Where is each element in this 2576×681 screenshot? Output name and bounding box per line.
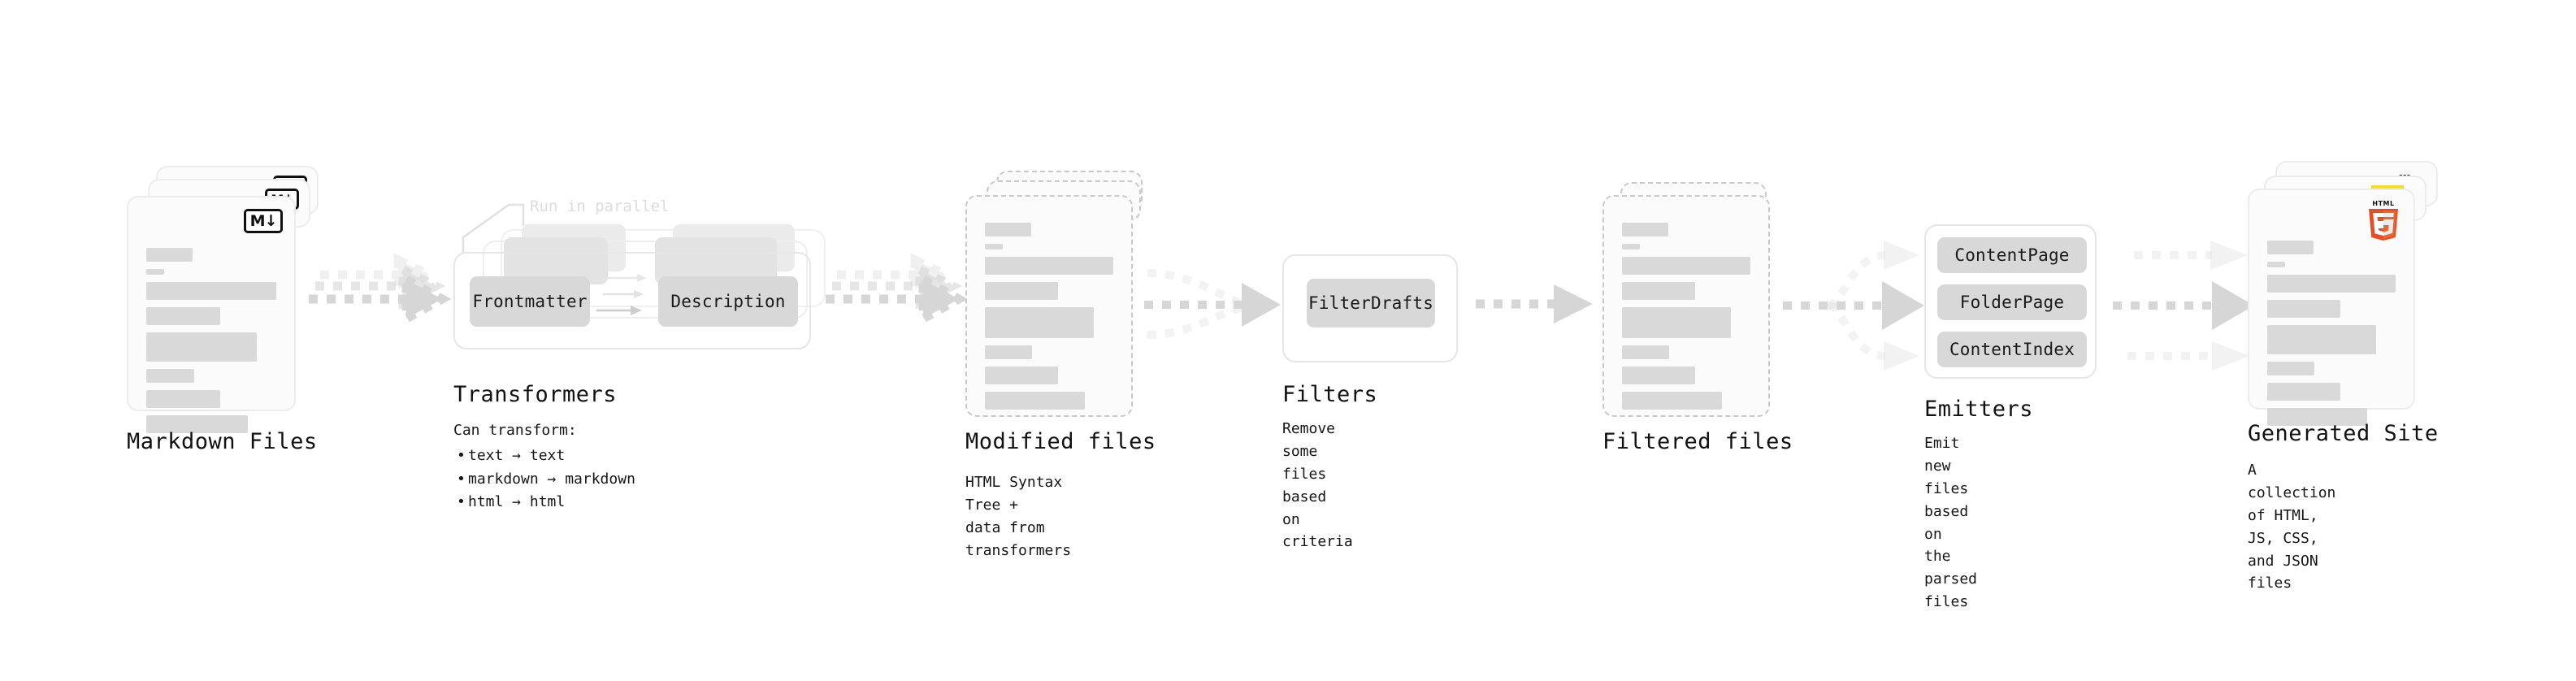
stage-subtitle-filters: Remove some files based on criteria [1282, 420, 1353, 551]
content-bar [146, 415, 248, 433]
stage-title-markdown-files: Markdown Files [127, 429, 318, 454]
emitters-group-box: ContentPage FolderPage ContentIndex [1924, 224, 2097, 379]
content-bar [985, 282, 1059, 300]
content-bar [985, 244, 1003, 249]
content-bar [1622, 367, 1696, 384]
card-content [146, 248, 276, 433]
content-bar [146, 307, 221, 325]
markdown-card-front: M↓ [127, 196, 296, 433]
content-bar [146, 332, 257, 362]
connector-filtered-to-emitters [1783, 241, 1924, 371]
pill-content-index: ContentIndex [1937, 332, 2087, 367]
content-bar [1622, 223, 1668, 236]
list-item: text → text [457, 445, 635, 468]
site-card-front: HTML [2248, 189, 2415, 426]
stage-title-generated-site: Generated Site [2248, 421, 2439, 446]
pill-content-page: ContentPage [1937, 237, 2087, 273]
capabilities-list: text → text markdown → markdown html → h… [453, 445, 635, 514]
content-bar [1622, 345, 1670, 359]
content-bar [2267, 408, 2368, 426]
connector-transformers-to-modified [826, 253, 969, 327]
list-item: markdown → markdown [457, 468, 635, 492]
card-content [985, 223, 1113, 410]
content-bar [2267, 262, 2285, 267]
run-in-parallel-callout-line [462, 203, 525, 254]
content-bar [2267, 383, 2341, 401]
content-bar [146, 269, 164, 275]
pill-filter-drafts: FilterDrafts [1307, 279, 1435, 327]
pill-folder-page: FolderPage [1937, 284, 2087, 320]
card-content [2267, 241, 2396, 426]
svg-text:HTML: HTML [2372, 200, 2394, 207]
stage-title-emitters: Emitters [1924, 397, 2034, 422]
content-bar [2267, 362, 2315, 375]
transformer-group-front [453, 252, 811, 349]
connector-modified-to-filters [1144, 269, 1281, 339]
transformer-inner-arrows [596, 274, 647, 315]
filtered-card-front [1602, 195, 1770, 417]
content-bar [146, 282, 276, 300]
content-bar [985, 392, 1086, 410]
capabilities-lead: Can transform: [453, 422, 577, 439]
list-item: html → html [457, 491, 635, 514]
connector-md-to-transformers [309, 253, 452, 327]
transformers-capabilities: Can transform: text → text markdown → ma… [453, 419, 635, 514]
run-in-parallel-label: Run in parallel [530, 197, 670, 215]
content-bar [146, 369, 195, 383]
modified-card-front [965, 195, 1133, 417]
stage-title-modified-files: Modified files [965, 429, 1156, 454]
content-bar [1622, 257, 1750, 275]
content-bar [985, 345, 1033, 359]
content-bar [985, 307, 1095, 338]
connector-emitters-to-site [2113, 241, 2254, 371]
html5-icon: HTML [2369, 200, 2398, 241]
content-bar [2267, 300, 2341, 318]
stage-subtitle-modified-files: HTML Syntax Tree + data from transformer… [965, 474, 1072, 559]
content-bar [1622, 282, 1696, 300]
card-content [1622, 223, 1750, 410]
connector-filters-to-filtered [1476, 284, 1593, 323]
content-bar [985, 367, 1059, 384]
pill-frontmatter: Frontmatter [470, 276, 590, 327]
pill-description: Description [658, 276, 798, 327]
content-bar [146, 248, 193, 262]
content-bar [1622, 244, 1640, 249]
content-bar [1622, 307, 1732, 338]
content-bar [2267, 241, 2314, 254]
content-bar [146, 390, 221, 408]
content-bar [985, 223, 1031, 236]
stage-title-filters: Filters [1282, 382, 1378, 407]
content-bar [2267, 325, 2377, 354]
filters-group-box: FilterDrafts [1282, 254, 1458, 362]
content-bar [2267, 275, 2396, 293]
content-bar [985, 257, 1113, 275]
stage-title-transformers: Transformers [453, 382, 618, 407]
stage-subtitle-emitters: Emit new files based on the parsed files [1924, 435, 1978, 611]
markdown-icon: M↓ [244, 209, 283, 233]
stage-subtitle-generated-site: A collection of HTML, JS, CSS, and JSON … [2248, 462, 2336, 592]
content-bar [1622, 392, 1723, 410]
stage-title-filtered-files: Filtered files [1602, 429, 1793, 454]
